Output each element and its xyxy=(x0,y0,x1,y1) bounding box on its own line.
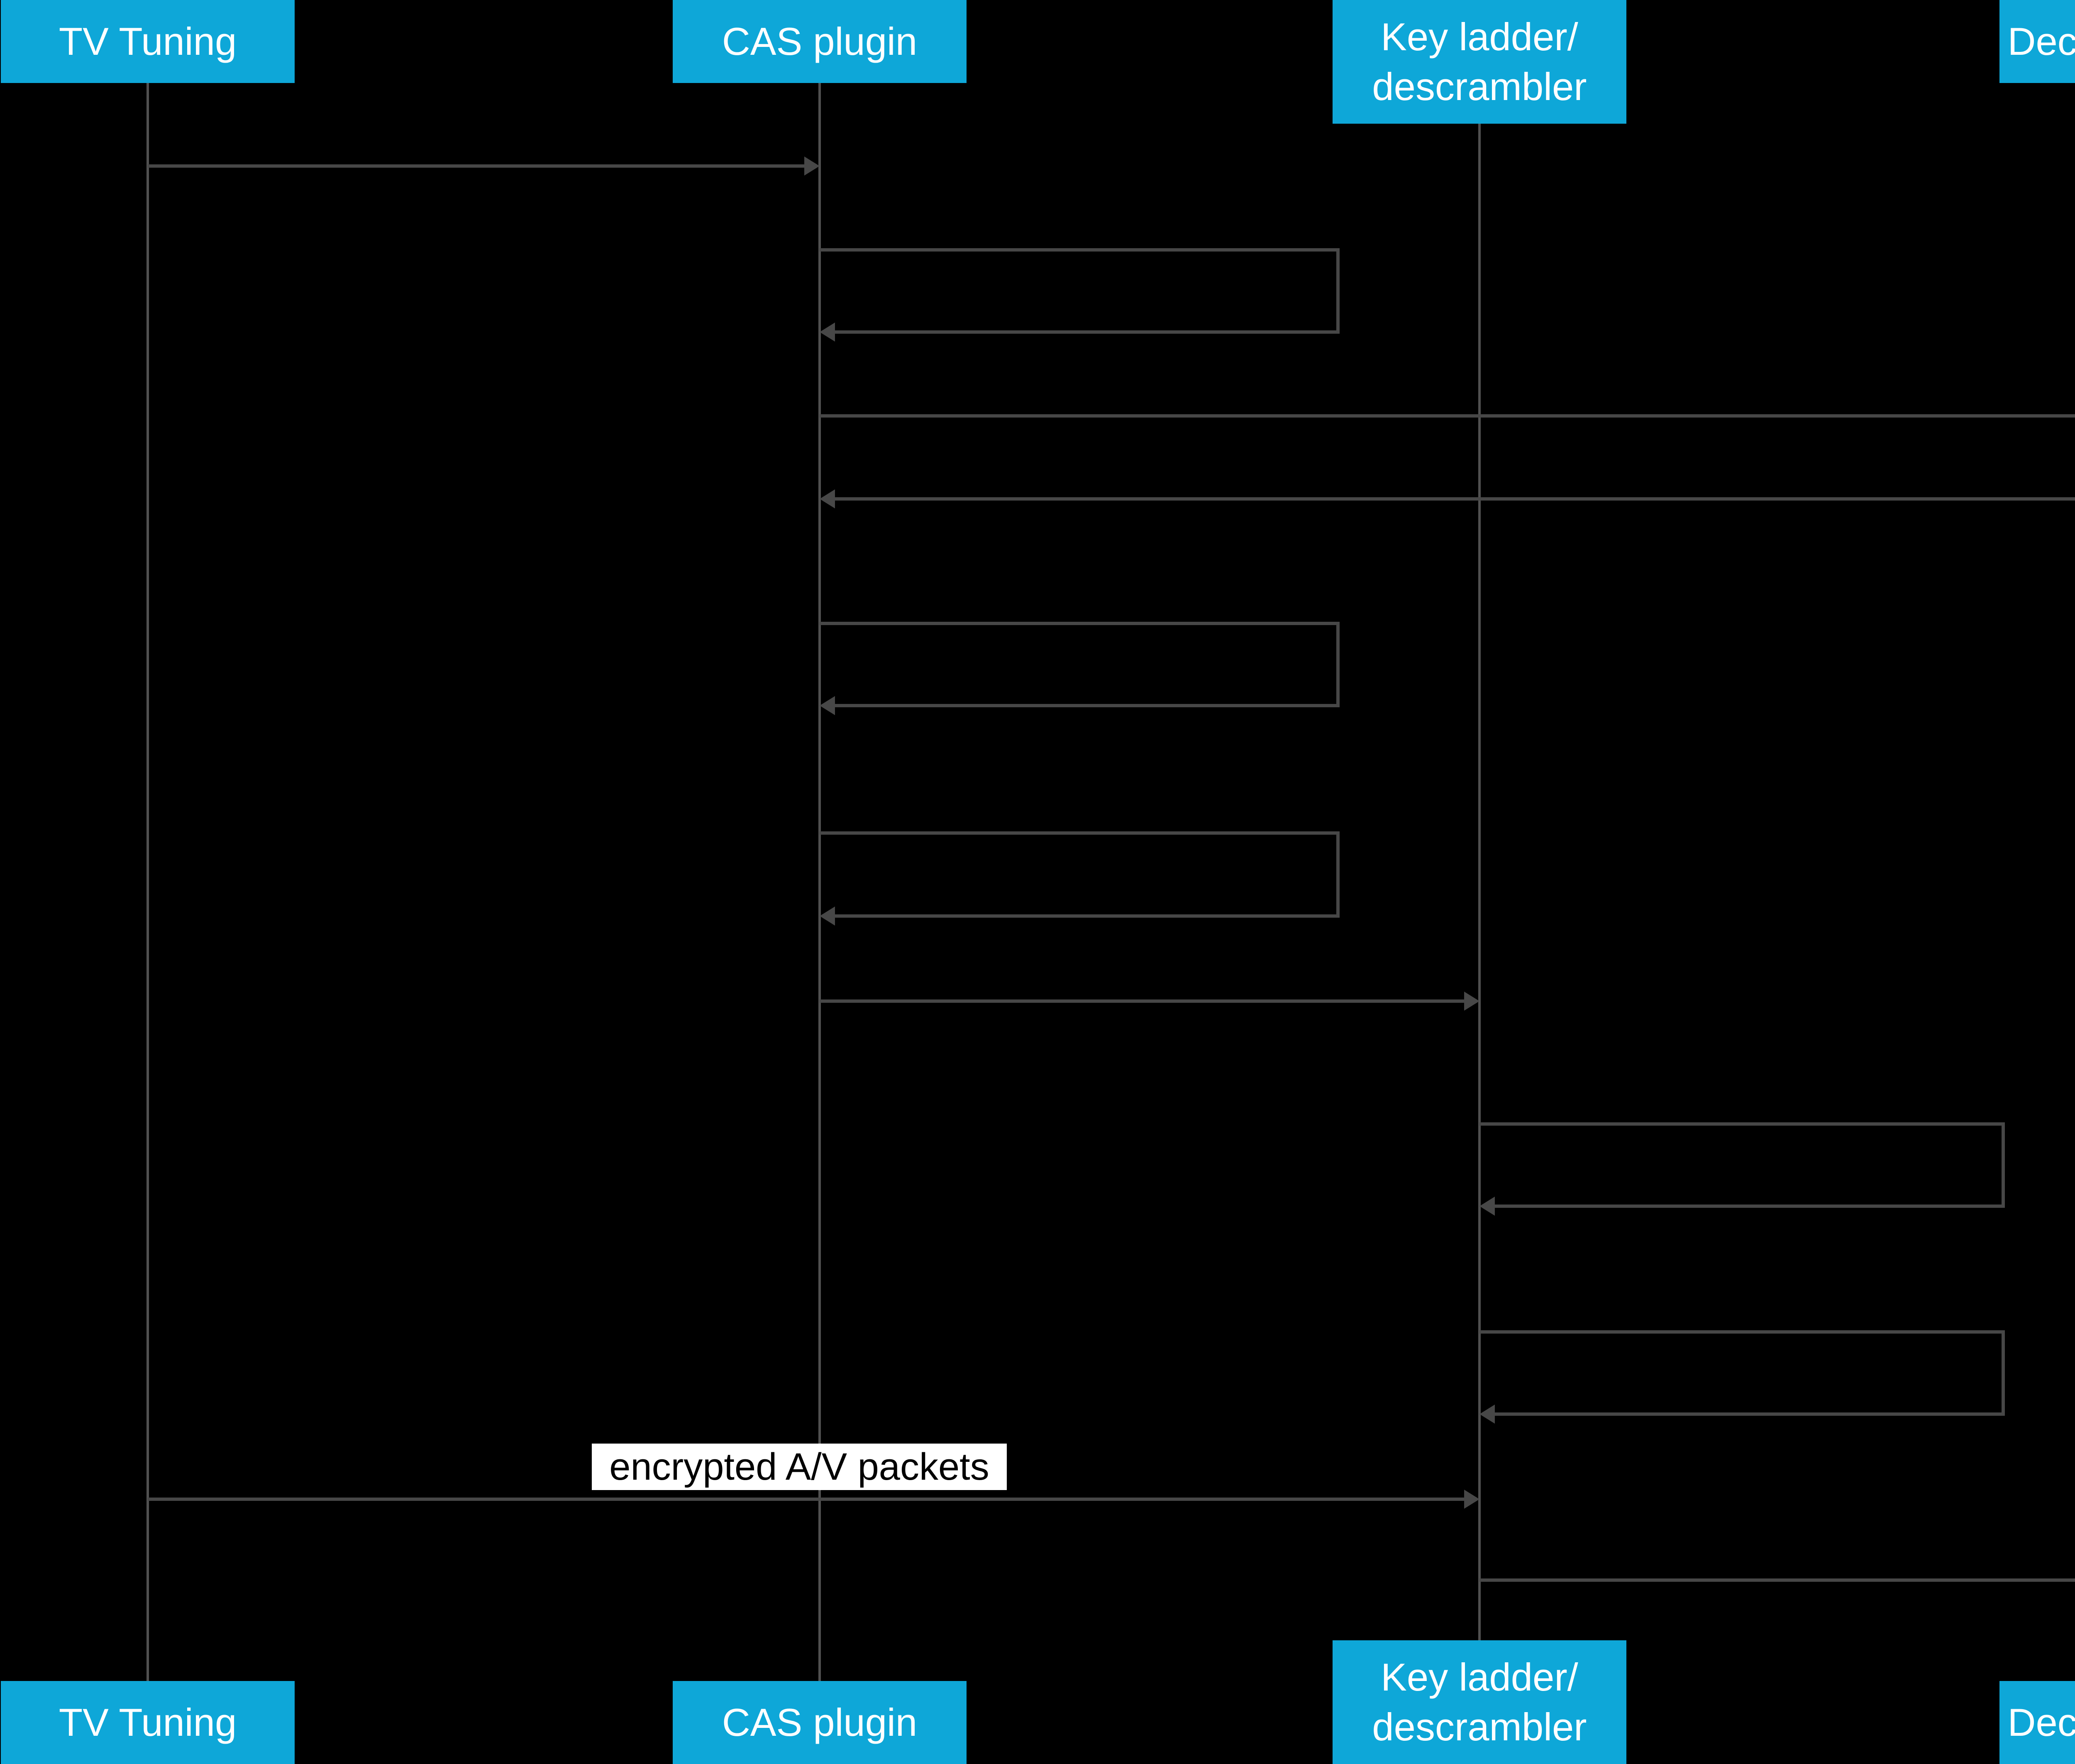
message-arrowhead-9 xyxy=(1464,1490,1479,1509)
actor-box-key-ladder-bottom: Key ladder/ descrambler xyxy=(1333,1640,1626,1764)
actor-label-decode-display-bottom: Decode, display xyxy=(2007,1700,2075,1744)
message-arrowhead-6 xyxy=(1464,992,1479,1011)
actor-box-tv-tuning-bottom: TV Tuning xyxy=(1,1681,295,1764)
actor-box-decode-display-bottom: Decode, display xyxy=(1999,1681,2075,1764)
actor-label-tv-tuning-bottom: TV Tuning xyxy=(59,1700,237,1744)
self-message-path-5 xyxy=(820,831,1340,918)
actor-label-cas-plugin-bottom: CAS plugin xyxy=(722,1700,918,1744)
self-message-path-8 xyxy=(1479,1330,2005,1416)
self-message-path-4 xyxy=(820,622,1340,707)
self-message-arrowhead-5 xyxy=(820,906,835,926)
message-arrowhead-3 xyxy=(820,489,835,508)
self-message-arrowhead-4 xyxy=(820,696,835,715)
message-label-encrypted-av-packets: encrypted A/V packets xyxy=(592,1444,1007,1490)
self-message-arrowhead-8 xyxy=(1479,1405,1495,1424)
actor-label-decode-display-top: Decode, display xyxy=(2007,19,2075,63)
actor-box-cas-plugin-bottom: CAS plugin xyxy=(673,1681,967,1764)
actor-box-cas-plugin-top: CAS plugin xyxy=(673,0,967,83)
actor-box-key-ladder-top: Key ladder/ descrambler xyxy=(1333,0,1626,124)
self-message-path-1 xyxy=(820,248,1340,334)
actor-label-tv-tuning-top: TV Tuning xyxy=(59,19,237,63)
actor-label-key-ladder-bottom: Key ladder/ descrambler xyxy=(1372,1655,1587,1749)
self-message-arrowhead-7 xyxy=(1479,1197,1495,1216)
self-message-path-7 xyxy=(1479,1122,2005,1208)
message-arrowhead-0 xyxy=(804,156,820,176)
actor-box-decode-display-top: Decode, display xyxy=(1999,0,2075,83)
actor-label-key-ladder-top: Key ladder/ descrambler xyxy=(1372,15,1587,108)
actor-label-cas-plugin-top: CAS plugin xyxy=(722,19,918,63)
self-message-arrowhead-1 xyxy=(820,323,835,342)
actor-box-tv-tuning-top: TV Tuning xyxy=(1,0,295,83)
